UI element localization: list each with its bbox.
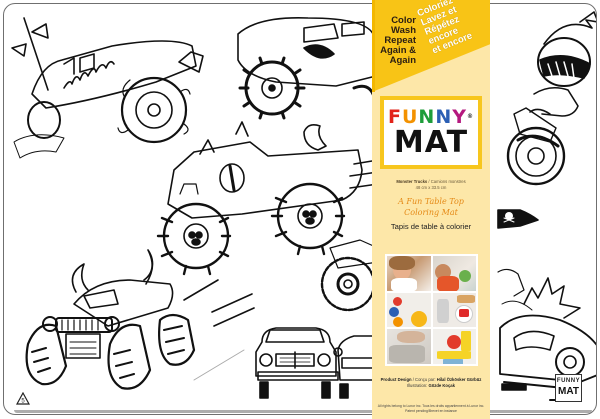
photo-washing-mat xyxy=(387,329,431,364)
photo-paints-mat xyxy=(387,292,431,328)
credits: Product Design / Conçu par: Hilal Özkösk… xyxy=(380,377,482,388)
monster-truck-gear-wheel xyxy=(320,239,379,312)
product-info: Monster Trucks / Camions monstres 48 cm … xyxy=(396,179,466,190)
mini-brand-logo: FUNNY MAT xyxy=(555,374,582,402)
photo-excavator-drawing xyxy=(432,329,476,364)
tagline: A Fun Table Top Coloring Mat xyxy=(398,197,464,217)
monster-truck-cat-paws xyxy=(156,121,379,276)
monster-truck-shark-face xyxy=(237,17,378,120)
helmet-rider-motorbike xyxy=(506,11,596,186)
logo-funny-text: FUNNY® xyxy=(388,105,474,128)
recycle-icon: 5 xyxy=(16,392,30,405)
header-banner: Color Wash Repeat Again & Again Coloriez… xyxy=(372,0,490,92)
svg-text:5: 5 xyxy=(21,399,25,405)
photo-colored-truck xyxy=(432,292,476,328)
illustrations xyxy=(4,4,596,414)
mat-edge xyxy=(14,410,592,413)
english-slogan: Color Wash Repeat Again & Again xyxy=(380,15,416,66)
brand-logo: FUNNY® MAT xyxy=(380,96,482,169)
french-subtitle: Tapis de table à colorier xyxy=(390,222,472,231)
product-packaging-insert: Color Wash Repeat Again & Again Coloriez… xyxy=(372,0,490,419)
pirate-flag xyxy=(497,209,539,229)
classic-car-front xyxy=(255,327,339,399)
monster-truck-bull-horns xyxy=(25,249,255,390)
copyright-notice: All rights belong to Lunor inc. Tous les… xyxy=(377,404,485,413)
photo-girl-coloring xyxy=(387,256,431,291)
crash-car-explosion xyxy=(497,268,596,401)
monster-truck-flames-horns xyxy=(11,17,204,159)
photo-boy-coloring xyxy=(432,256,476,291)
coloring-mat xyxy=(3,3,597,415)
photo-grid xyxy=(385,254,478,366)
logo-mat-text: MAT xyxy=(393,124,469,160)
